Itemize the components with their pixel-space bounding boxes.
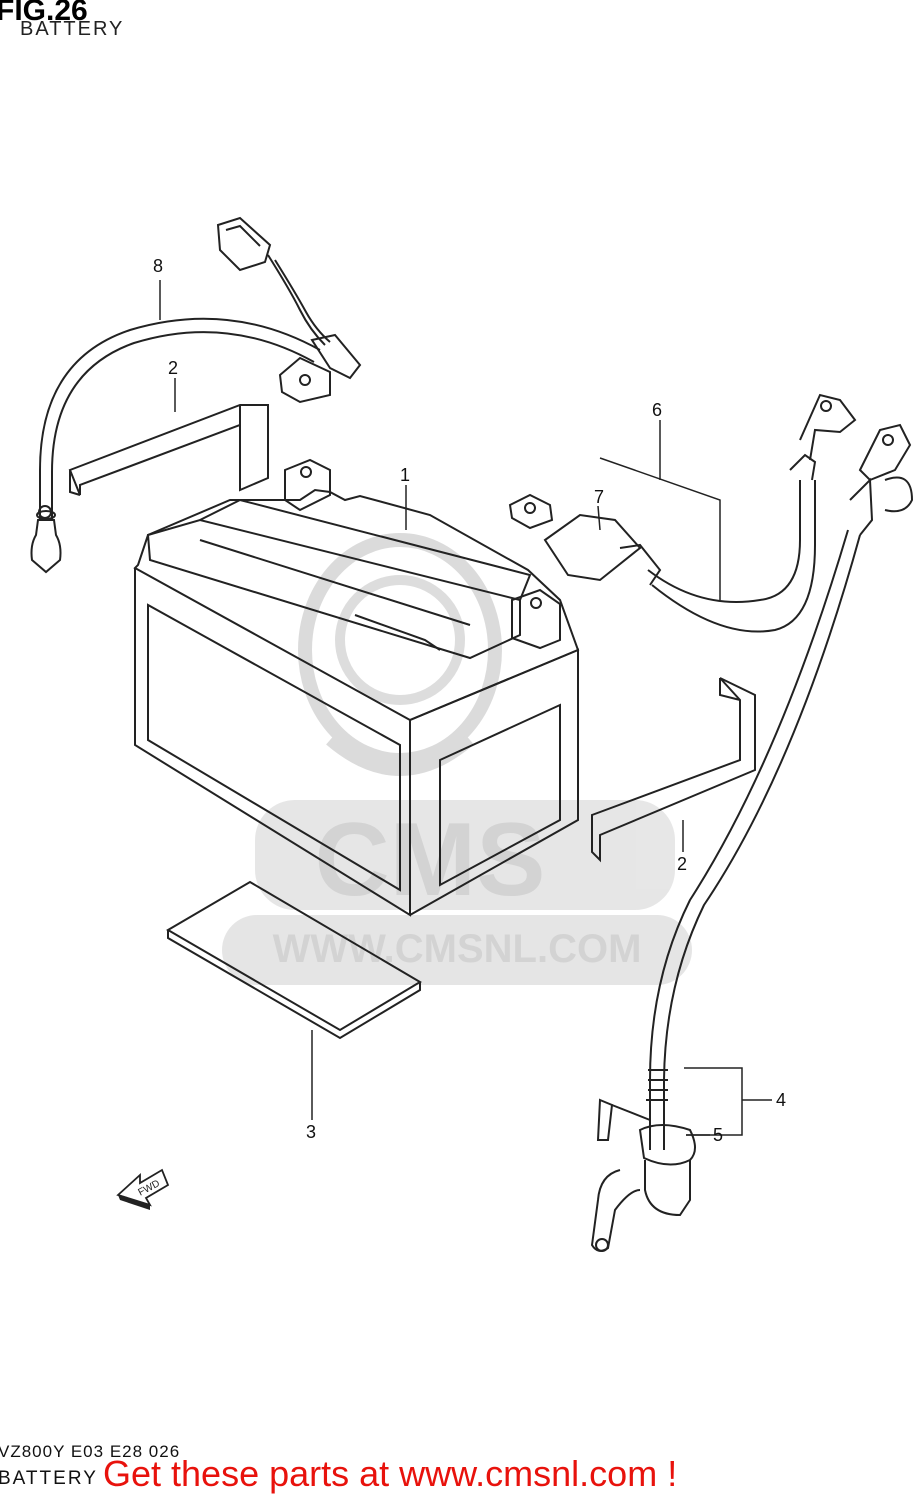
callout-3: 3 — [306, 1122, 316, 1142]
watermark-url: WWW.CMSNL.COM — [273, 927, 642, 971]
callout-7: 7 — [594, 487, 604, 507]
callout-6: 6 — [652, 400, 662, 420]
model-code: VZ800Y E03 E28 026 — [0, 1442, 181, 1461]
part-6-positive-cable — [508, 393, 857, 633]
part-1-battery — [133, 458, 580, 917]
leader-lines — [159, 280, 772, 1136]
promo-link[interactable]: Get these parts at www.cmsnl.com ! — [103, 1453, 678, 1494]
callout-2-lower: 2 — [677, 854, 687, 874]
part-3-pad — [166, 880, 422, 1040]
part-2-spacer-upper — [68, 404, 269, 496]
callout-2-upper: 2 — [168, 358, 178, 378]
callout-4: 4 — [776, 1090, 786, 1110]
footer-caption: BATTERY — [0, 1468, 98, 1489]
callout-5: 5 — [713, 1125, 723, 1145]
cmsnl-watermark: CMS WWW.CMSNL.COM — [222, 533, 692, 985]
part-4-negative-cable — [590, 423, 914, 1252]
part-2-spacer-lower — [591, 677, 756, 863]
figure-subtitle: BATTERY — [20, 18, 125, 40]
part-8-lead-wire — [30, 216, 362, 574]
callout-1: 1 — [400, 465, 410, 485]
forward-arrow-icon: FWD — [116, 1168, 170, 1210]
callout-8: 8 — [153, 256, 163, 276]
figure-title: FIG.26 — [0, 0, 88, 27]
